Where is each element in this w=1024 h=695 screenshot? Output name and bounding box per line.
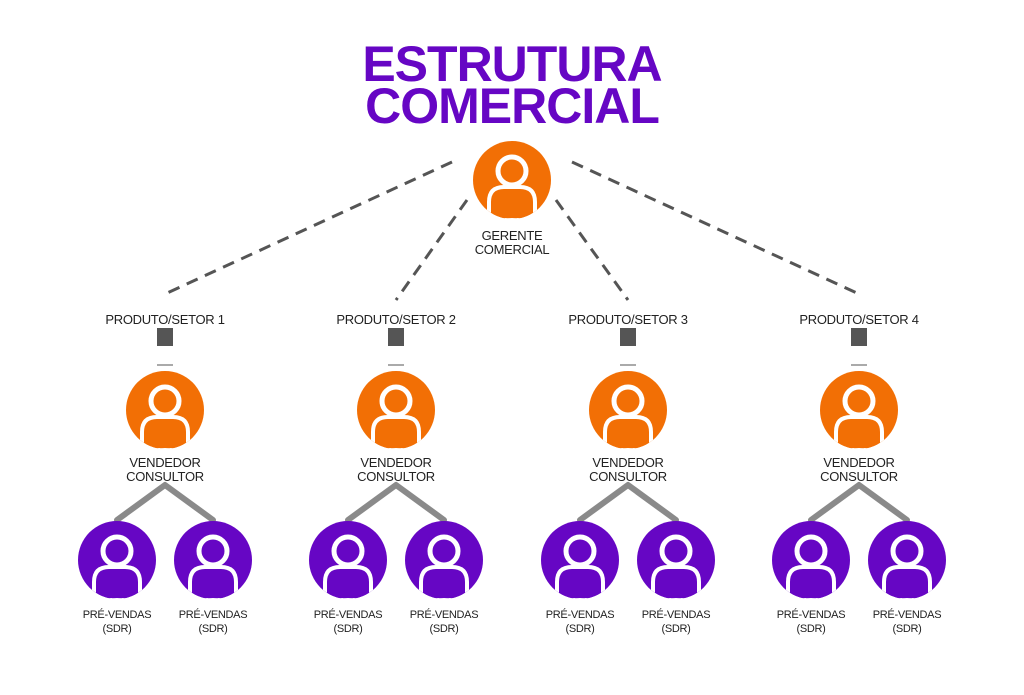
sector-label: PRODUTO/SETOR 4 <box>799 312 919 327</box>
person-body-icon <box>603 415 653 449</box>
person-body-icon <box>140 415 190 449</box>
sdr-label-line-1: PRÉ-VENDAS <box>545 609 615 621</box>
sector-marker <box>157 328 173 346</box>
manager-label-line-2: COMERCIAL <box>474 242 550 257</box>
sdr-label-line-2: (SDR) <box>892 623 922 635</box>
seller-label-line-2: CONSULTOR <box>126 469 204 484</box>
person-body-icon <box>651 565 701 599</box>
person-body-icon <box>555 565 605 599</box>
manager-avatar <box>473 141 551 219</box>
sdr-label-line-1: PRÉ-VENDAS <box>178 609 248 621</box>
sdr-label-line-2: (SDR) <box>565 623 595 635</box>
seller-avatar <box>820 371 898 449</box>
person-head-icon <box>379 384 413 418</box>
seller-label-line-2: CONSULTOR <box>357 469 435 484</box>
sdr-avatar <box>637 521 715 599</box>
person-body-icon <box>786 565 836 599</box>
sector-label: PRODUTO/SETOR 3 <box>568 312 688 327</box>
person-head-icon <box>611 384 645 418</box>
person-body-icon <box>487 185 537 219</box>
person-head-icon <box>495 154 529 188</box>
sdr-label-line-2: (SDR) <box>198 623 228 635</box>
sdr-label-line-1: PRÉ-VENDAS <box>313 609 383 621</box>
sdr-label-line-1: PRÉ-VENDAS <box>776 609 846 621</box>
person-head-icon <box>331 534 365 568</box>
manager-label: GERENTE COMERCIAL <box>432 229 592 257</box>
seller-to-sdr-connector <box>114 482 216 523</box>
person-head-icon <box>427 534 461 568</box>
person-head-icon <box>196 534 230 568</box>
sdr-avatar <box>309 521 387 599</box>
person-head-icon <box>794 534 828 568</box>
sector-marker <box>851 328 867 346</box>
person-body-icon <box>834 415 884 449</box>
dashed-connector <box>164 160 453 296</box>
dashed-connector <box>554 199 630 301</box>
seller-label-line-1: VENDEDOR <box>129 455 201 470</box>
seller-label-line-1: VENDEDOR <box>592 455 664 470</box>
sdr-avatar <box>868 521 946 599</box>
sdr-label-line-2: (SDR) <box>429 623 459 635</box>
sdr-label-line-1: PRÉ-VENDAS <box>641 609 711 621</box>
seller-label-line-1: VENDEDOR <box>360 455 432 470</box>
person-head-icon <box>148 384 182 418</box>
person-head-icon <box>842 384 876 418</box>
person-head-icon <box>890 534 924 568</box>
person-body-icon <box>92 565 142 599</box>
title-line-2: COMERCIAL <box>365 78 660 134</box>
sdr-label-line-2: (SDR) <box>333 623 363 635</box>
seller-label-line-2: CONSULTOR <box>820 469 898 484</box>
sdr-label-line-1: PRÉ-VENDAS <box>872 609 942 621</box>
sdr-label-line-2: (SDR) <box>102 623 132 635</box>
person-head-icon <box>100 534 134 568</box>
sector-marker <box>388 328 404 346</box>
person-head-icon <box>563 534 597 568</box>
sdr-avatar <box>405 521 483 599</box>
sdr-avatar <box>772 521 850 599</box>
seller-avatar <box>357 371 435 449</box>
sdr-avatar <box>174 521 252 599</box>
sdr-avatar <box>78 521 156 599</box>
dashed-connector <box>571 160 860 296</box>
sector-label: PRODUTO/SETOR 2 <box>336 312 456 327</box>
person-body-icon <box>419 565 469 599</box>
manager-label-line-1: GERENTE <box>481 228 543 243</box>
sdr-label-line-1: PRÉ-VENDAS <box>82 609 152 621</box>
sdr-label-line-2: (SDR) <box>661 623 691 635</box>
title-line-1: ESTRUTURA <box>362 36 662 92</box>
seller-to-sdr-connector <box>808 482 910 523</box>
person-head-icon <box>659 534 693 568</box>
sdr-label-line-2: (SDR) <box>796 623 826 635</box>
seller-label-line-1: VENDEDOR <box>823 455 895 470</box>
sdr-avatar <box>541 521 619 599</box>
person-body-icon <box>371 415 421 449</box>
seller-to-sdr-connector <box>577 482 679 523</box>
dashed-connector <box>394 199 469 301</box>
sector-label: PRODUTO/SETOR 1 <box>105 312 225 327</box>
seller-avatar <box>126 371 204 449</box>
person-body-icon <box>188 565 238 599</box>
person-body-icon <box>882 565 932 599</box>
seller-avatar <box>589 371 667 449</box>
person-body-icon <box>323 565 373 599</box>
sector-marker <box>620 328 636 346</box>
sdr-label-line-1: PRÉ-VENDAS <box>409 609 479 621</box>
seller-to-sdr-connector <box>345 482 447 523</box>
seller-label-line-2: CONSULTOR <box>589 469 667 484</box>
